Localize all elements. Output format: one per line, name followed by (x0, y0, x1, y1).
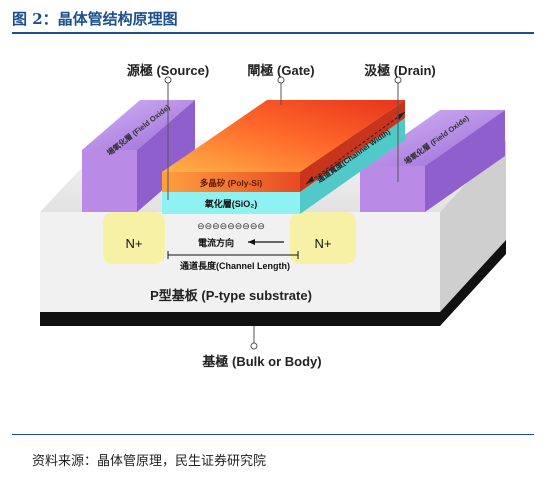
gate-contact (277, 76, 285, 84)
poly-si-front-face (162, 172, 300, 192)
footer-rule (12, 434, 534, 435)
gate-oxide-front (162, 192, 300, 214)
poly-si-label: 多晶矽 (Poly-Si) (200, 178, 263, 188)
field-oxide-right-top (360, 110, 505, 166)
bulk-plate (40, 240, 506, 326)
n-plus-left-region (103, 212, 165, 264)
current-direction-arrowhead (248, 239, 255, 245)
source-contact (164, 76, 172, 84)
gate-label: 閘極 (Gate) (247, 63, 314, 78)
source-label: 源極 (Source) (127, 63, 209, 78)
field-oxide-left-side (137, 100, 195, 212)
poly-si-top-face (162, 100, 405, 172)
channel-width-arrowhead-top (397, 112, 405, 120)
oxide-label: 氧化層(SiO₂) (204, 198, 258, 209)
substrate-label: P型基板 (P-type substrate) (150, 288, 312, 303)
n-plus-right-label: N+ (315, 236, 332, 251)
title-rule (12, 32, 534, 34)
gate-oxide-side (300, 118, 405, 214)
channel-width-arrow (305, 111, 406, 185)
source-note: 资料来源：晶体管原理，民生证券研究院 (32, 454, 267, 469)
bulk-label: 基極 (Bulk or Body) (201, 354, 321, 369)
drain-contact (394, 76, 402, 84)
bulk-contact (250, 342, 258, 350)
n-plus-left-label: N+ (126, 236, 143, 251)
substrate-right-face (440, 140, 506, 312)
drain-label: 汲極 (Drain) (364, 63, 436, 78)
figure-title: 图 2：晶体管结构原理图 (12, 10, 178, 28)
n-plus-right-region (290, 212, 356, 264)
field-oxide-right-side (425, 110, 505, 212)
field-oxide-left-top (82, 100, 195, 150)
field-oxide-left-front (82, 150, 137, 212)
channel-length-label: 通道長度(Channel Length) (180, 260, 290, 271)
channel-width-arrowhead-bottom (306, 176, 314, 184)
field-oxide-right-front (360, 166, 425, 212)
electron-row: ⊖⊖⊖⊖⊖⊖⊖⊖⊖ (197, 221, 265, 231)
current-direction-label: 電流方向 (198, 237, 234, 248)
